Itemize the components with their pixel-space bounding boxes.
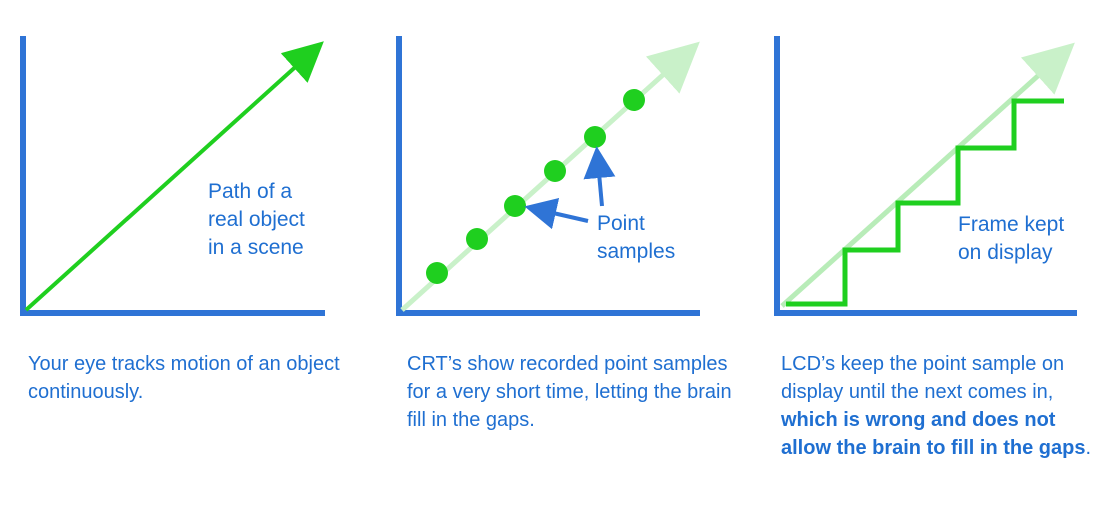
point-sample	[504, 195, 526, 217]
callout-arrow-to-sample	[524, 197, 589, 230]
panel2-label-line-2: samples	[597, 240, 675, 263]
point-sample	[426, 262, 448, 284]
panel2-axes	[396, 36, 700, 316]
panel1-axes	[20, 36, 325, 316]
panel3-caption-bold: which is wrong and does not allow the br…	[781, 409, 1086, 459]
panel3-caption: LCD’s keep the point sample on display u…	[781, 350, 1111, 462]
panel3-label-line-2: on display	[958, 241, 1053, 264]
panel3-caption-plain: LCD’s keep the point sample on display u…	[781, 353, 1065, 403]
callout-arrow-to-sample	[583, 146, 616, 207]
panel3-label-line-1: Frame kept	[958, 213, 1064, 236]
panel1-label-line-2: real object	[208, 208, 305, 231]
panel3-axes	[774, 36, 1077, 316]
panel-lcd: Frame kept on display	[774, 36, 1077, 316]
point-sample	[623, 89, 645, 111]
panel1-caption: Your eye tracks motion of an object cont…	[28, 353, 340, 403]
frame-hold-staircase	[786, 98, 1064, 307]
panel2-caption: CRT’s show recorded point samples for a …	[407, 353, 732, 431]
panel-crt: Point samples	[396, 36, 700, 316]
point-sample	[466, 228, 488, 250]
panel1-label-line-3: in a scene	[208, 236, 304, 259]
panel-continuous: Path of a real object in a scene	[20, 36, 325, 316]
lcd-faint-path-arrow	[780, 42, 1075, 308]
real-object-path-arrow	[24, 41, 324, 312]
point-sample	[584, 126, 606, 148]
panel1-label-line-1: Path of a	[208, 180, 292, 203]
panel2-label-line-1: Point	[597, 212, 645, 235]
point-sample	[544, 160, 566, 182]
panel3-caption-end: .	[1085, 437, 1092, 459]
